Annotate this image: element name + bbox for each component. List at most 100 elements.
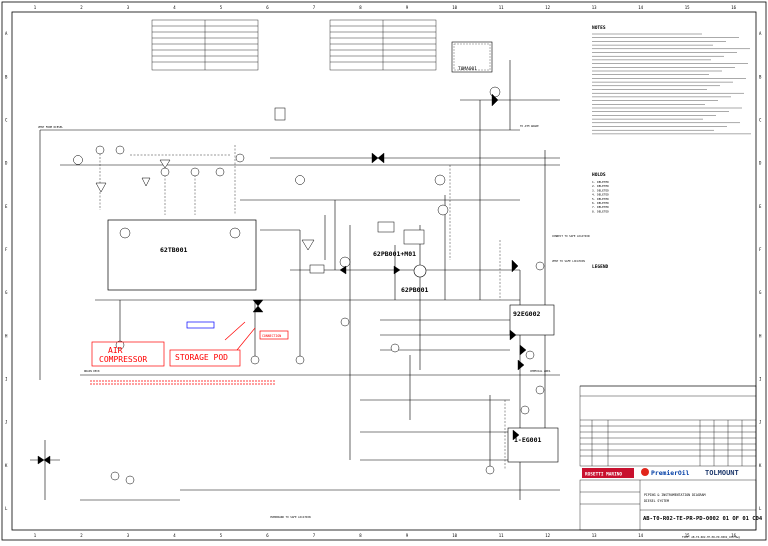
- column-label-top: 15: [685, 5, 690, 10]
- column-label-bottom: 11: [499, 533, 504, 538]
- to-safe-label-2: VENT TO SAFE LOCATION: [552, 259, 585, 263]
- column-label-top: 10: [452, 5, 457, 10]
- column-label-bottom: 16: [731, 533, 736, 538]
- row-label-right: E: [759, 204, 762, 209]
- valves: [37, 93, 527, 465]
- premier-mark: [641, 468, 649, 476]
- row-label-left: H: [5, 333, 8, 338]
- column-label-bottom: 1: [34, 533, 37, 538]
- pump-package-tag: 62PB001+M01: [373, 250, 416, 258]
- hold-item: 5. DELETED: [592, 197, 609, 201]
- logo-rosetti: ROSETTI MARINO: [585, 472, 622, 478]
- header-tank-tag: T0MA001: [458, 66, 477, 72]
- column-label-top: 1: [34, 5, 37, 10]
- drawing-title-2: DIESEL SYSTEM: [644, 499, 669, 503]
- column-label-bottom: 5: [220, 533, 223, 538]
- row-label-left: E: [5, 204, 8, 209]
- row-label-right: K: [759, 463, 762, 468]
- hold-item: 2. DELETED: [592, 184, 609, 188]
- column-label-top: 11: [499, 5, 504, 10]
- column-label-top: 5: [220, 5, 223, 10]
- column-labels: 1122334455667788991010111112121313141415…: [34, 5, 737, 538]
- column-label-top: 12: [545, 5, 550, 10]
- column-label-top: 14: [638, 5, 643, 10]
- pump-tag: 62PB001: [401, 286, 428, 294]
- to-safe-label-1: CONNECT TO SAFE LOCATION: [552, 234, 590, 238]
- pump-panel: [403, 229, 425, 245]
- connection-note: CONNECTION: [262, 334, 281, 338]
- row-label-right: G: [759, 290, 762, 295]
- rosetti-logo-bg: [582, 468, 634, 478]
- column-label-bottom: 3: [127, 533, 130, 538]
- file-reference: FILE: AB-T0-R02-TE-PR-PD-0002_C04.dwg: [682, 535, 740, 539]
- hold-item: 4. DELETED: [592, 193, 609, 197]
- hold-item: 7. DELETED: [592, 205, 609, 209]
- hold-item: 8. DELETED: [592, 209, 609, 213]
- signal-lines: [99, 145, 506, 470]
- column-label-top: 2: [80, 5, 83, 10]
- row-label-left: G: [5, 290, 8, 295]
- instruments: [73, 86, 545, 485]
- header-table-right: [329, 19, 437, 71]
- column-label-top: 8: [359, 5, 362, 10]
- column-label-bottom: 7: [313, 533, 316, 538]
- column-label-bottom: 14: [638, 533, 643, 538]
- vessel-1-tag: 92EG002: [513, 310, 540, 318]
- overboard-label: OVERBOARD TO SAFE LOCATION: [270, 515, 311, 519]
- row-label-left: J: [5, 420, 7, 425]
- revision-table: [579, 385, 757, 467]
- hold-item: 6. DELETED: [592, 201, 609, 205]
- tag-box-blue: [186, 321, 215, 329]
- filters: [95, 107, 395, 274]
- vessel-1: [509, 304, 555, 336]
- main-tank-tag: 62TB001: [160, 246, 187, 254]
- hold-item: 1. DELETED: [592, 180, 609, 184]
- header-tank: [451, 41, 493, 73]
- column-label-bottom: 4: [173, 533, 176, 538]
- hold-item: 3. DELETED: [592, 188, 609, 192]
- column-label-bottom: 15: [685, 533, 690, 538]
- column-label-top: 16: [731, 5, 736, 10]
- row-label-right: I: [759, 376, 762, 381]
- row-label-left: C: [5, 117, 8, 122]
- row-label-right: B: [759, 74, 762, 79]
- column-label-bottom: 6: [266, 533, 269, 538]
- air-compressor-line2: COMPRESSOR: [99, 355, 147, 364]
- column-label-bottom: 13: [592, 533, 597, 538]
- column-label-bottom: 2: [80, 533, 83, 538]
- row-label-right: A: [759, 31, 762, 36]
- holds-title: HOLDS: [592, 172, 606, 178]
- to-atm-label: TO ATM GRADE: [520, 124, 539, 128]
- title-block: [579, 479, 757, 531]
- pump-symbol: [413, 264, 427, 278]
- header-table-left: [151, 19, 259, 71]
- row-label-left: K: [5, 463, 8, 468]
- row-label-right: J: [759, 420, 761, 425]
- column-label-top: 3: [127, 5, 130, 10]
- row-label-right: H: [759, 333, 762, 338]
- row-label-right: F: [759, 247, 762, 252]
- column-label-top: 9: [406, 5, 409, 10]
- row-label-left: L: [5, 506, 8, 511]
- drain-label-1: DRAIN DECK: [84, 369, 100, 373]
- column-label-top: 4: [173, 5, 176, 10]
- connection-note-box: [259, 330, 289, 340]
- vent-line-label: VENT FROM DIESEL: [38, 125, 63, 129]
- storage-pod-label: STORAGE POD: [175, 353, 228, 362]
- drawing-number: AB-T0-R02-TE-PR-PD-0002 01 OF 01 C04: [643, 516, 763, 522]
- row-label-left: D: [5, 161, 8, 166]
- column-label-bottom: 12: [545, 533, 550, 538]
- inner-frame: [11, 11, 757, 531]
- row-label-right: C: [759, 117, 762, 122]
- row-label-left: B: [5, 74, 8, 79]
- row-label-left: A: [5, 31, 8, 36]
- drawing-title-1: PIPING & INSTRUMENTATION DIAGRAM: [644, 493, 705, 497]
- notes-title: NOTES: [592, 25, 606, 31]
- notes-text-lines: [592, 33, 751, 135]
- row-label-left: F: [5, 247, 8, 252]
- callout-boxes: [90, 321, 275, 385]
